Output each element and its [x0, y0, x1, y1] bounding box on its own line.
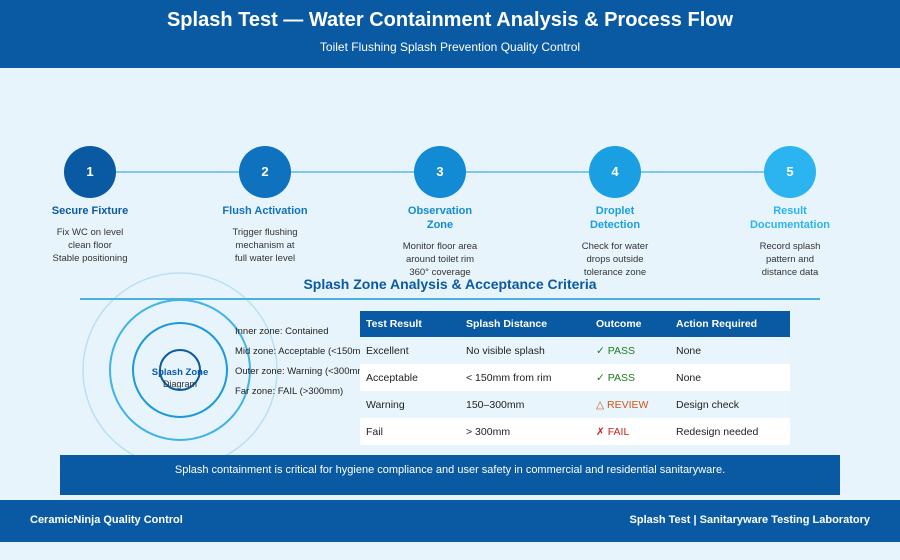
- zone-label-far: Far zone: FAIL (>300mm): [235, 386, 344, 397]
- table-header-row: Test Result Splash Distance Outcome Acti…: [360, 311, 790, 337]
- step-desc-line: Fix WC on level: [56, 227, 124, 238]
- section-title: Splash Zone Analysis & Acceptance Criter…: [303, 276, 597, 292]
- page-subtitle: Toilet Flushing Splash Prevention Qualit…: [319, 40, 581, 54]
- cell-distance: > 300mm: [460, 418, 590, 445]
- zone-center-title: Splash Zone: [152, 367, 208, 378]
- step-label: Secure Fixture: [51, 205, 129, 217]
- column-header: Splash Distance: [460, 311, 590, 337]
- outer-zone-ring: [109, 299, 251, 441]
- acceptance-criteria-table: Test Result Splash Distance Outcome Acti…: [360, 311, 790, 445]
- cell-distance: < 150mm from rim: [460, 364, 590, 391]
- step-description: Monitor floor area around toilet rim 360° …: [375, 240, 505, 279]
- cell-distance: No visible splash: [460, 337, 590, 364]
- step-desc-line: tolerance zone: [583, 267, 647, 278]
- step-desc-line: Monitor floor area: [402, 241, 478, 252]
- zone-label-inner: Inner zone: Contained: [235, 326, 329, 337]
- column-header: Action Required: [670, 311, 790, 337]
- step-desc-line: full water level: [234, 253, 296, 264]
- step-desc-line: 360° coverage: [409, 267, 471, 278]
- step-desc-line: mechanism at: [235, 240, 295, 251]
- step-description: Check for water drops outside tolerance zo…: [550, 240, 680, 279]
- column-header: Outcome: [590, 311, 670, 337]
- zone-center-subtitle: Diagram: [163, 379, 197, 389]
- step-desc-line: Trigger flushing: [232, 227, 298, 238]
- cell-outcome: ✓ PASS: [590, 337, 670, 364]
- header-banner: Splash Test — Water Containment Analysis…: [0, 0, 900, 68]
- footer-lab-name: Splash Test | Sanitaryware Testing Labor…: [629, 514, 870, 526]
- zone-label-outer: Outer zone: Warning (<300mm): [235, 366, 361, 377]
- step-desc-line: clean floor: [68, 240, 112, 251]
- step-label: Observation Zone: [407, 205, 473, 231]
- step-number-circle: 5: [764, 146, 816, 198]
- step-desc-line: Stable positioning: [52, 253, 128, 264]
- inner-zone-ring: [159, 349, 201, 391]
- column-header: Test Result: [360, 311, 460, 337]
- step-desc-line: Record splash: [759, 241, 821, 252]
- step-description: Trigger flushing mechanism at full water l…: [200, 226, 330, 265]
- cell-action: Design check: [670, 391, 790, 418]
- cell-action: None: [670, 364, 790, 391]
- step-desc-line: drops outside: [586, 254, 644, 265]
- cell-action: None: [670, 337, 790, 364]
- cell-outcome: ✓ PASS: [590, 364, 670, 391]
- cell-distance: 150–300mm: [460, 391, 590, 418]
- cell-result: Warning: [360, 391, 460, 418]
- step-number-circle: 4: [589, 146, 641, 198]
- footer-bar: CeramicNinja Quality Control Splash Test…: [0, 500, 900, 542]
- step-number-circle: 2: [239, 146, 291, 198]
- zone-label-mid: Mid zone: Acceptable (<150mm): [235, 346, 361, 357]
- step-description: Record splash pattern and distance data: [725, 240, 855, 279]
- step-desc-line: around toilet rim: [405, 254, 475, 265]
- cell-outcome: △ REVIEW: [590, 391, 670, 418]
- step-desc-line: distance data: [761, 267, 819, 278]
- cell-result: Acceptable: [360, 364, 460, 391]
- footer-brand: CeramicNinja Quality Control: [30, 514, 183, 526]
- cell-result: Fail: [360, 418, 460, 445]
- section-divider: [80, 298, 820, 300]
- step-number-circle: 1: [64, 146, 116, 198]
- step-desc-line: Check for water: [581, 241, 649, 252]
- step-number-circle: 3: [414, 146, 466, 198]
- cell-outcome: ✗ FAIL: [590, 418, 670, 445]
- zone-legend: Inner zone: Contained Mid zone: Acceptab…: [235, 322, 361, 402]
- mid-zone-ring: [132, 322, 228, 418]
- step-desc-line: pattern and: [765, 254, 815, 265]
- step-label: Result Documentation: [749, 205, 831, 231]
- step-label: Droplet Detection: [589, 205, 641, 231]
- cell-result: Excellent: [360, 337, 460, 364]
- page-title: Splash Test — Water Containment Analysis…: [166, 9, 734, 31]
- info-banner: Splash containment is critical for hygie…: [60, 455, 840, 495]
- step-label: Flush Activation: [222, 205, 308, 217]
- cell-action: Redesign needed: [670, 418, 790, 445]
